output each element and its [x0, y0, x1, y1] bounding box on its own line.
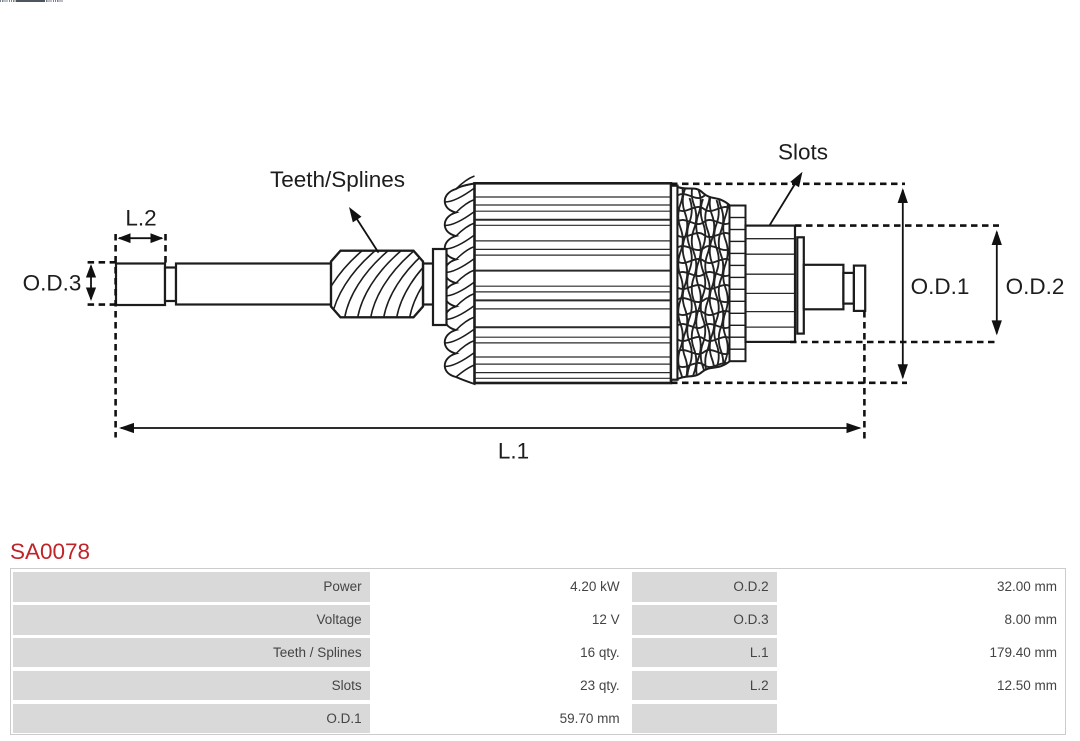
svg-text:O.D.2: O.D.2	[1006, 274, 1065, 299]
svg-text:Teeth/Splines: Teeth/Splines	[270, 167, 405, 192]
svg-text:L.2: L.2	[125, 206, 156, 231]
svg-text:Slots: Slots	[778, 140, 828, 165]
svg-text:O.D.1: O.D.1	[911, 274, 970, 299]
svg-text:O.D.3: O.D.3	[23, 271, 82, 296]
svg-text:L.1: L.1	[498, 439, 529, 464]
